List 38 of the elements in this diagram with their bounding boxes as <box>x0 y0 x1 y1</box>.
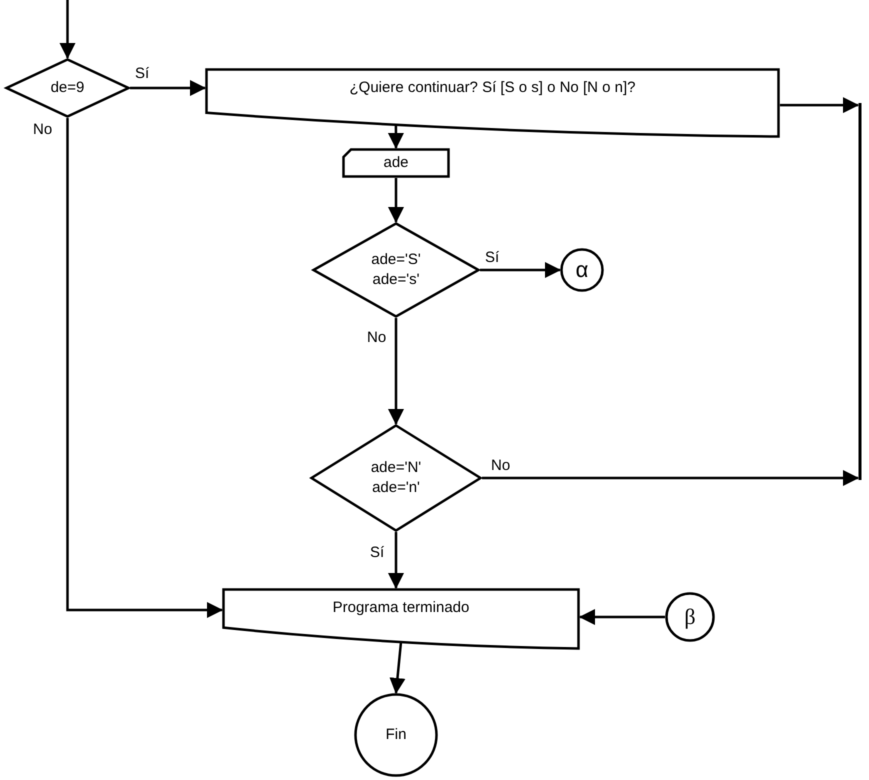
arrow <box>388 124 404 149</box>
edge-label: Sí <box>484 250 500 265</box>
node-text: de=9 <box>50 78 84 98</box>
arrow <box>388 178 404 223</box>
arrow <box>480 262 561 278</box>
arrow <box>388 532 404 589</box>
node-text: Fin <box>386 725 406 745</box>
edge-label: Sí <box>134 66 150 81</box>
arrow <box>130 80 206 96</box>
document-shape <box>205 68 780 138</box>
node-text: β <box>684 607 696 627</box>
decision-diamond <box>312 222 480 318</box>
edge-label: Sí <box>369 545 386 560</box>
edge-label: No <box>490 458 512 473</box>
connector-circle <box>560 248 604 292</box>
arrow <box>482 470 859 486</box>
node-text: ade='n' <box>372 478 420 498</box>
connector-circle <box>665 592 715 642</box>
input-card <box>342 148 450 178</box>
node-text: ade='S' <box>371 250 421 270</box>
arrow <box>579 609 665 626</box>
edge-label: No <box>366 330 388 345</box>
node-text: ade <box>383 153 409 173</box>
edge-label: No <box>32 122 54 137</box>
node-text: α <box>576 260 588 280</box>
arrow <box>780 97 859 114</box>
node-text: ade='s' <box>372 270 420 290</box>
connector-circle <box>354 693 438 777</box>
arrow <box>388 318 404 425</box>
node-text: ade='N' <box>370 458 422 478</box>
decision-diamond <box>310 424 482 532</box>
document-shape <box>222 588 580 650</box>
arrow <box>66 118 223 618</box>
node-text: Programa terminado <box>332 598 470 618</box>
decision-diamond <box>5 58 130 118</box>
node-text: ¿Quiere continuar? Sí [S o s] o No [N o n]? <box>350 78 636 98</box>
arrow <box>60 0 76 59</box>
arrow <box>390 642 406 694</box>
